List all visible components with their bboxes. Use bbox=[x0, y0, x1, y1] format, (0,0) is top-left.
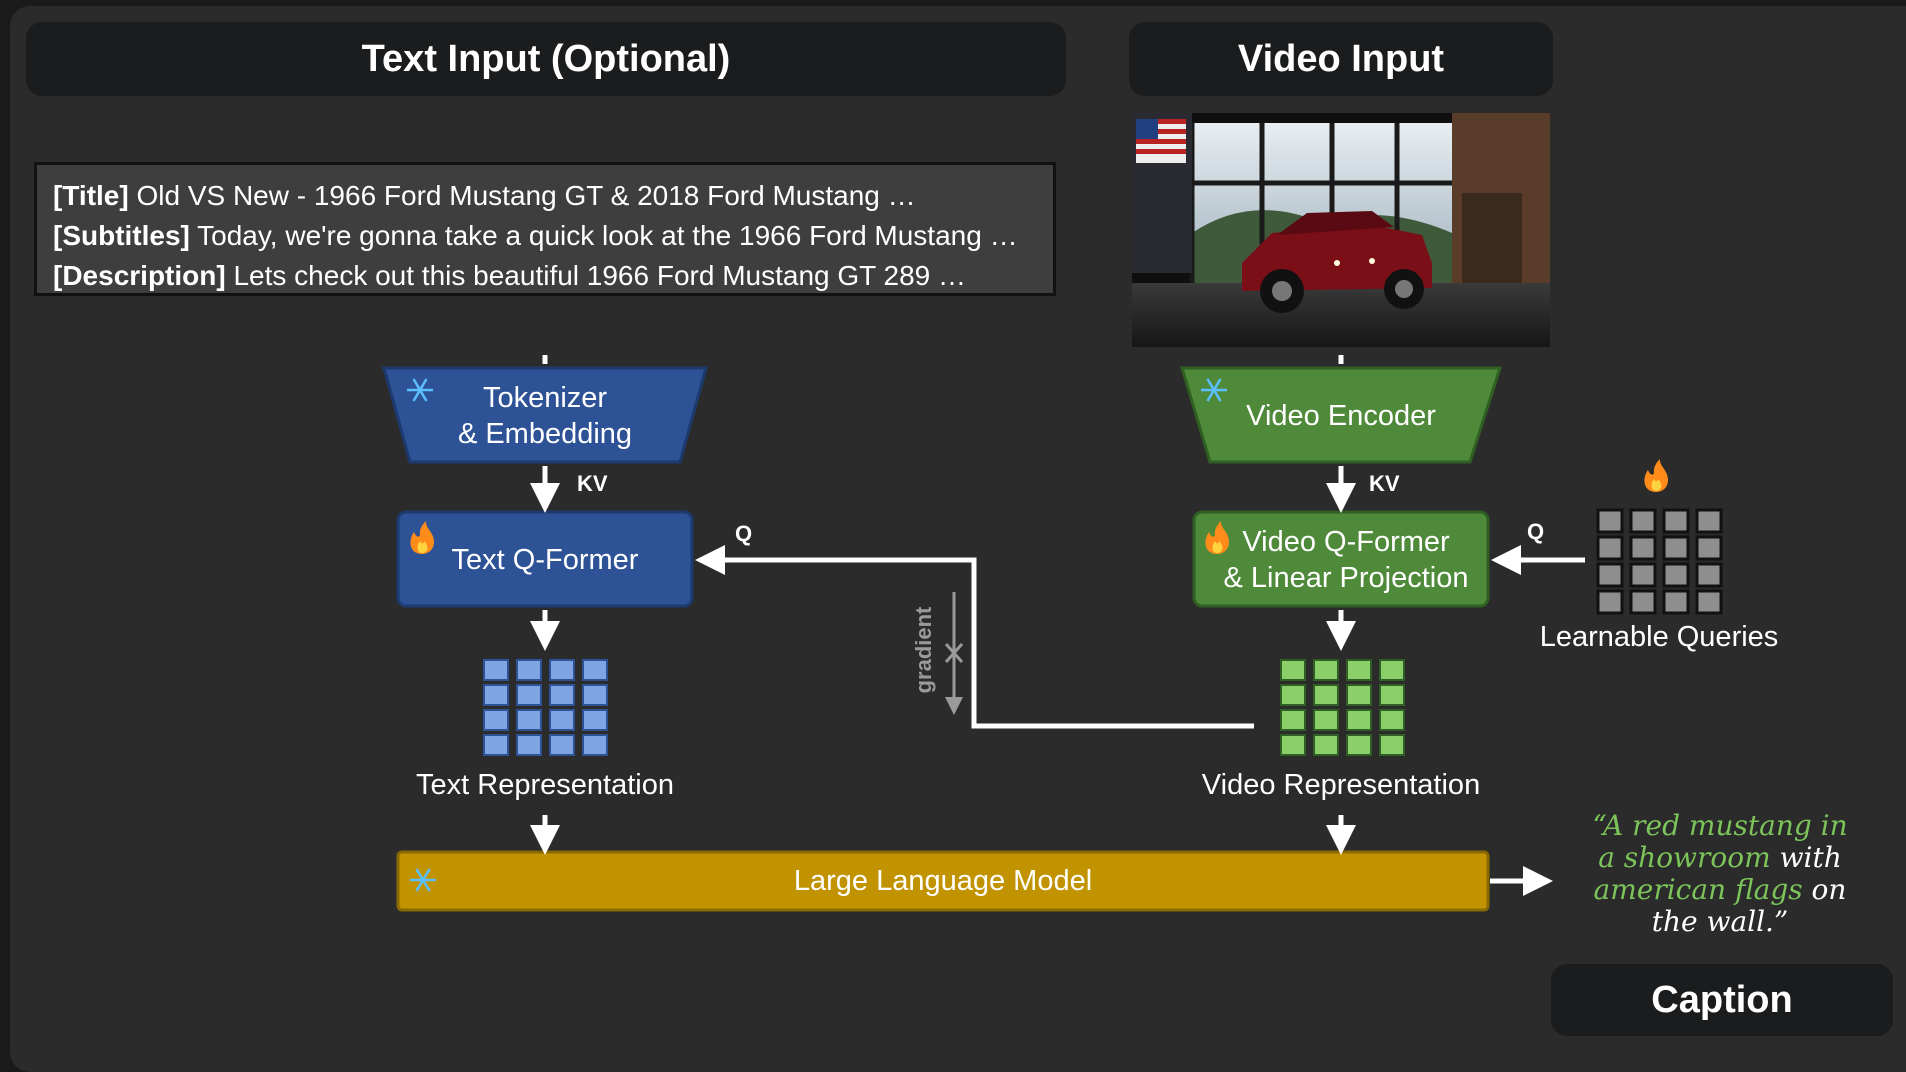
tokenizer-label-line1: Tokenizer bbox=[482, 382, 608, 414]
subtitles-tag: [Subtitles] bbox=[53, 220, 190, 251]
video-frame bbox=[1132, 113, 1550, 347]
description-tag: [Description] bbox=[53, 260, 226, 291]
caption-line-4: the wall.” bbox=[1560, 906, 1880, 938]
caption-part: with bbox=[1770, 841, 1842, 874]
caption-header: Caption bbox=[1551, 964, 1893, 1036]
text-qformer-label: Text Q-Former bbox=[451, 544, 639, 576]
description-text: Lets check out this beautiful 1966 Ford … bbox=[225, 260, 967, 291]
text-input-subtitles-line: [Subtitles] Today, we're gonna take a qu… bbox=[53, 216, 1037, 256]
text-input-description-line: [Description] Lets check out this beauti… bbox=[53, 256, 1037, 296]
tokenizer-label: Tokenizer & Embedding bbox=[445, 380, 645, 452]
llm-label: Large Language Model bbox=[793, 865, 1093, 897]
caption-part: american flags bbox=[1593, 873, 1803, 906]
caption-line-2: a showroom with bbox=[1560, 842, 1880, 874]
learnable-queries-label: Learnable Queries bbox=[1539, 621, 1779, 653]
text-input-title-line: [Title] Old VS New - 1966 Ford Mustang G… bbox=[53, 176, 1037, 216]
text-input-box: [Title] Old VS New - 1966 Ford Mustang G… bbox=[34, 162, 1056, 296]
text-input-header: Text Input (Optional) bbox=[26, 22, 1066, 96]
q-label-video: Q bbox=[1527, 519, 1545, 544]
caption-part: a showroom bbox=[1598, 841, 1771, 874]
gradient-label: gradient bbox=[911, 606, 936, 694]
title-text: Old VS New - 1966 Ford Mustang GT & 2018… bbox=[128, 180, 916, 211]
video-frame-illustration bbox=[1132, 113, 1550, 347]
caption-part: on bbox=[1802, 873, 1847, 906]
red-car bbox=[1242, 211, 1432, 313]
kv-label-video: KV bbox=[1369, 471, 1400, 496]
video-input-header: Video Input bbox=[1129, 22, 1553, 96]
tokenizer-label-line2: & Embedding bbox=[457, 418, 633, 450]
flag-icon bbox=[1136, 119, 1186, 163]
video-qformer-label: Video Q-Former & Linear Projection bbox=[1211, 524, 1481, 596]
caption-line-3: american flags on bbox=[1560, 874, 1880, 906]
video-qformer-label-line2: & Linear Projection bbox=[1223, 562, 1469, 594]
kv-label-text: KV bbox=[577, 471, 608, 496]
caption-part: “A red mustang in bbox=[1592, 809, 1848, 842]
title-tag: [Title] bbox=[53, 180, 129, 211]
text-representation-label: Text Representation bbox=[416, 769, 674, 801]
video-representation-label: Video Representation bbox=[1201, 769, 1481, 801]
q-label-text: Q bbox=[735, 521, 753, 546]
video-qformer-label-line1: Video Q-Former bbox=[1242, 526, 1450, 558]
caption-part: the wall.” bbox=[1651, 905, 1789, 938]
caption-line-1: “A red mustang in bbox=[1560, 810, 1880, 842]
video-encoder-label: Video Encoder bbox=[1246, 400, 1436, 432]
caption-text: “A red mustang in a showroom with americ… bbox=[1560, 810, 1880, 938]
subtitles-text: Today, we're gonna take a quick look at … bbox=[189, 220, 1018, 251]
